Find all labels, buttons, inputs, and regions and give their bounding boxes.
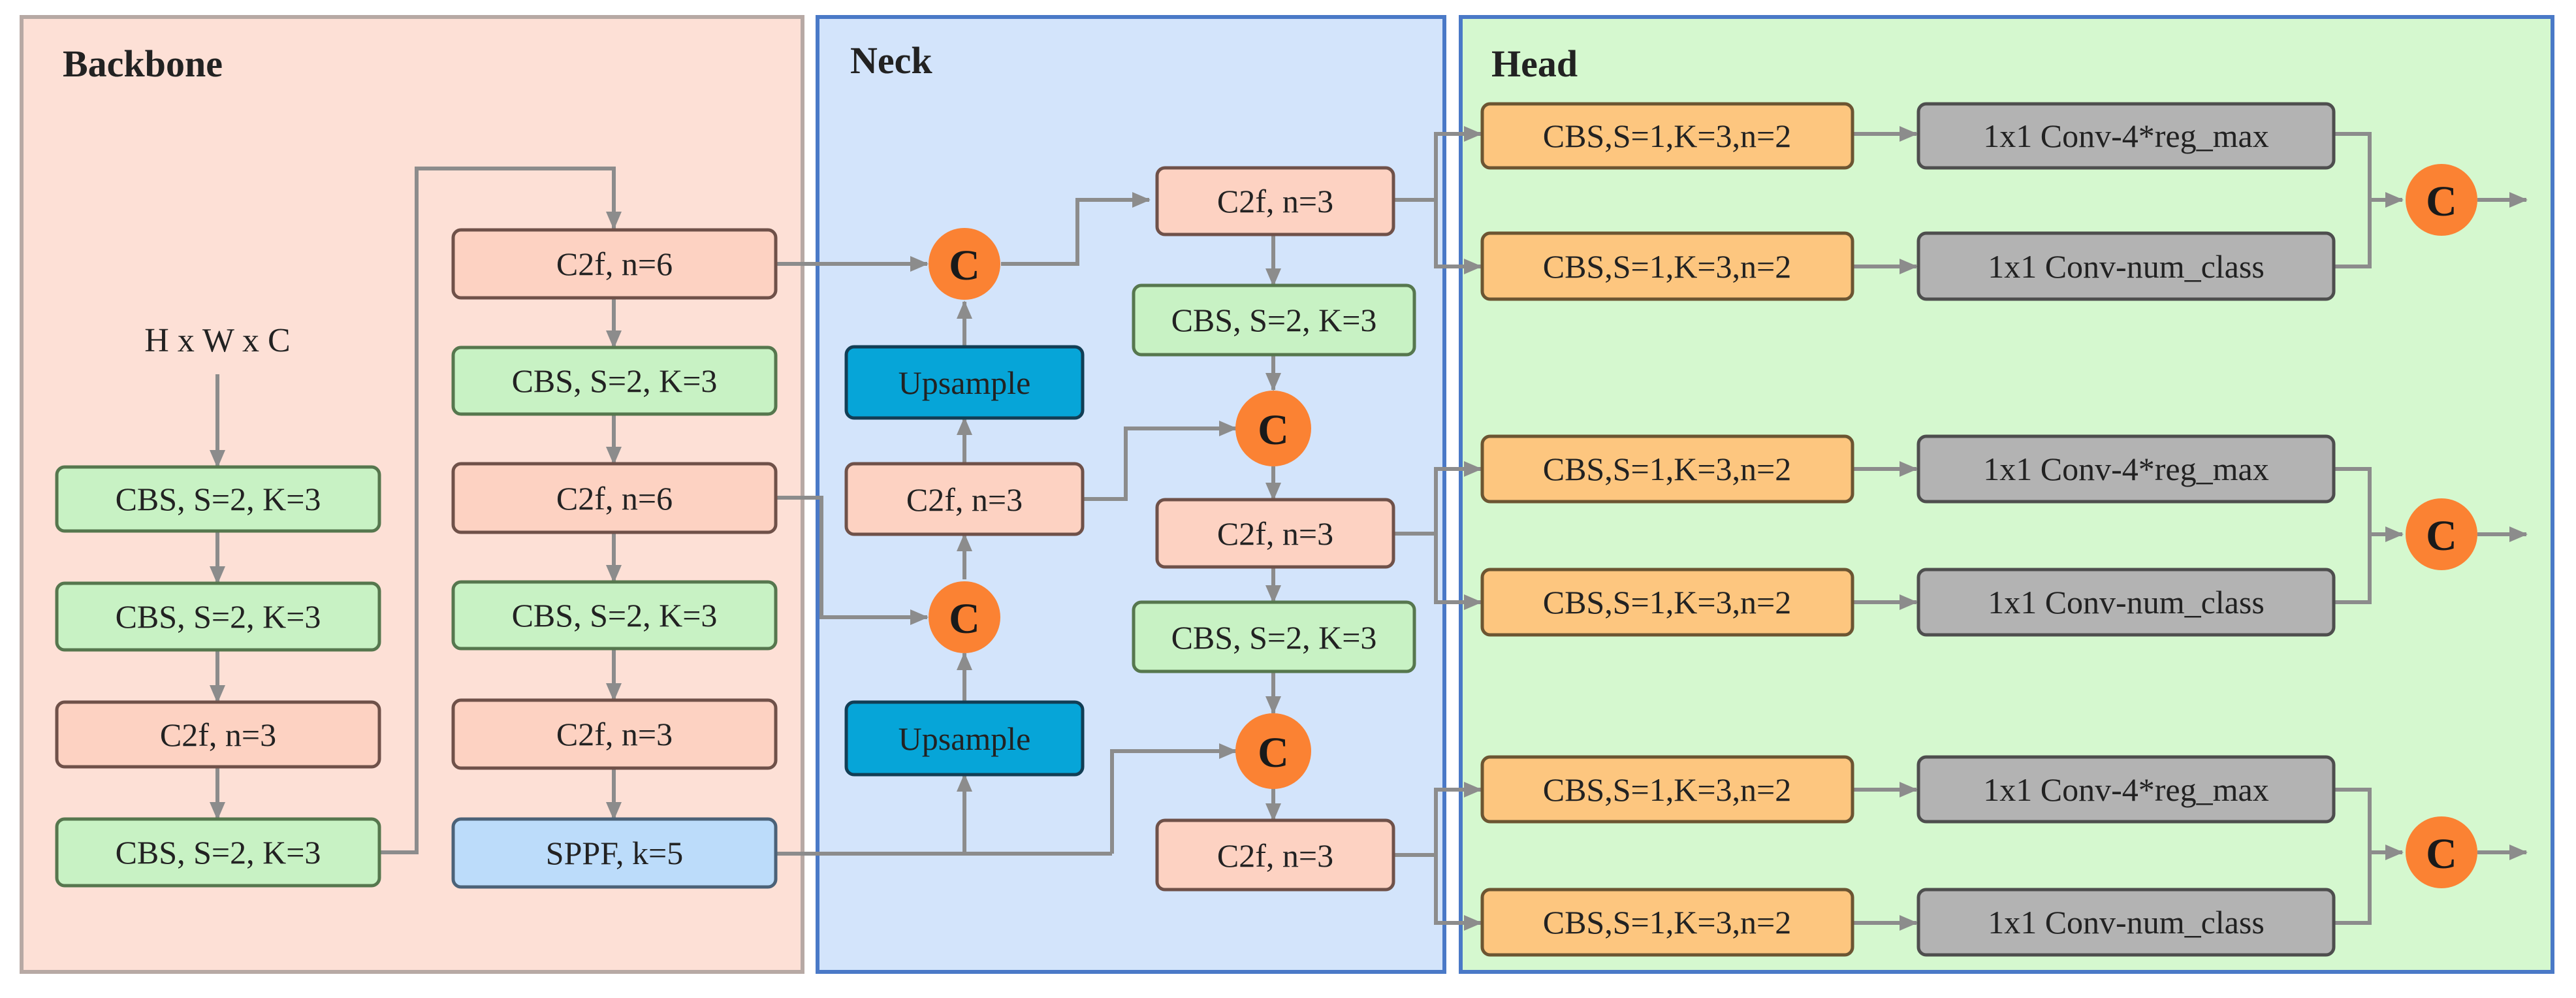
concat-label: C	[2426, 830, 2457, 878]
neck-concat-3: C	[1235, 391, 1311, 466]
arrow-p3-to-head-a	[1395, 126, 1482, 202]
arrow-conv3-to-c	[2335, 467, 2404, 542]
head-cbs-3b: CBS,S=1,K=3,n=2	[1480, 888, 1854, 957]
block-label: CBS,S=1,K=3,n=2	[1543, 771, 1792, 808]
arrow-p4-to-head-a	[1395, 461, 1482, 536]
arrow-concat1-to-c2f-top	[1001, 192, 1151, 266]
backbone-col1-block-4: CBS, S=2, K=3	[55, 817, 381, 888]
block-label: CBS,S=1,K=3,n=2	[1543, 451, 1792, 487]
arrow-p5-to-head-a	[1395, 782, 1482, 857]
block-label: C2f, n=3	[1217, 183, 1333, 219]
backbone-col2-block-6: SPPF, k=5	[451, 817, 778, 889]
block-label: CBS, S=2, K=3	[116, 598, 321, 635]
block-label: C2f, n=3	[1217, 837, 1333, 874]
input-shape-label: H x W x C	[144, 322, 290, 359]
block-label: C2f, n=3	[906, 481, 1023, 518]
block-label: CBS, S=2, K=3	[512, 597, 718, 634]
block-label: CBS,S=1,K=3,n=2	[1543, 584, 1792, 620]
block-label: CBS, S=2, K=3	[1171, 302, 1377, 338]
neck-upsample-bottom: Upsample	[844, 700, 1085, 777]
neck-concat-1: C	[929, 228, 1000, 300]
block-label: C2f, n=6	[556, 246, 673, 282]
block-label: C2f, n=3	[556, 716, 673, 752]
backbone-col2-block-5: C2f, n=3	[451, 698, 778, 770]
block-label: C2f, n=6	[556, 480, 673, 517]
arrow-p4-to-head-b	[1434, 534, 1482, 610]
block-label: CBS, S=2, K=3	[1171, 619, 1377, 656]
block-label: CBS, S=2, K=3	[116, 834, 321, 871]
arrow-conv4-to-c	[2335, 534, 2372, 604]
arrow-c2fmid-to-concat3	[1083, 421, 1237, 501]
arrow-conv2-to-c	[2335, 200, 2372, 268]
backbone-col1-block-1: CBS, S=2, K=3	[55, 465, 381, 533]
neck-upsample-top: Upsample	[844, 345, 1085, 420]
block-label: 1x1 Conv-4*reg_max	[1983, 118, 2268, 154]
head-conv-reg-2: 1x1 Conv-4*reg_max	[1916, 434, 2336, 504]
head-concat-2: C	[2406, 498, 2477, 570]
head-cbs-3a: CBS,S=1,K=3,n=2	[1480, 755, 1854, 824]
head-title: Head	[1491, 42, 1578, 85]
block-label: 1x1 Conv-num_class	[1988, 904, 2265, 941]
head-conv-cls-1: 1x1 Conv-num_class	[1916, 231, 2336, 301]
neck-right-c2f-2: C2f, n=3	[1155, 498, 1395, 569]
head-conv-cls-2: 1x1 Conv-num_class	[1916, 568, 2336, 637]
block-label: C2f, n=3	[1217, 515, 1333, 552]
arrow-sppf-to-concat4	[1110, 743, 1237, 854]
neck-right-cbs-1: CBS, S=2, K=3	[1132, 283, 1416, 357]
head-cbs-1b: CBS,S=1,K=3,n=2	[1480, 231, 1854, 301]
block-label: CBS,S=1,K=3,n=2	[1543, 248, 1792, 285]
neck-concat-2: C	[929, 581, 1000, 653]
arrow-bb-col1-to-col2	[381, 167, 622, 854]
neck-right-c2f-1: C2f, n=3	[1155, 166, 1395, 236]
concat-label: C	[2426, 512, 2457, 560]
head-conv-reg-3: 1x1 Conv-4*reg_max	[1916, 755, 2336, 824]
backbone-col2-block-4: CBS, S=2, K=3	[451, 580, 778, 651]
backbone-col1-block-2: CBS, S=2, K=3	[55, 581, 381, 652]
block-label: Upsample	[898, 364, 1031, 401]
arrow-conv6-to-c	[2335, 852, 2372, 925]
head-cbs-2a: CBS,S=1,K=3,n=2	[1480, 434, 1854, 504]
concat-label: C	[949, 242, 980, 289]
head-conv-reg-1: 1x1 Conv-4*reg_max	[1916, 102, 2336, 170]
block-label: CBS, S=2, K=3	[512, 362, 718, 399]
head-cbs-1a: CBS,S=1,K=3,n=2	[1480, 102, 1854, 170]
backbone-title: Backbone	[63, 42, 223, 85]
neck-concat-4: C	[1235, 713, 1311, 789]
block-label: C2f, n=3	[160, 716, 276, 753]
backbone-col1-block-3: C2f, n=3	[55, 700, 381, 769]
block-label: Upsample	[898, 720, 1031, 757]
connectors	[210, 126, 2528, 931]
neck-right-cbs-2: CBS, S=2, K=3	[1132, 600, 1416, 673]
block-label: CBS,S=1,K=3,n=2	[1543, 118, 1792, 154]
block-label: 1x1 Conv-num_class	[1988, 248, 2265, 285]
arrow-conv5-to-c	[2335, 788, 2404, 860]
concat-label: C	[2426, 178, 2457, 225]
backbone-col2-block-2: CBS, S=2, K=3	[451, 346, 778, 416]
neck-right-c2f-3: C2f, n=3	[1155, 818, 1395, 892]
block-label: CBS,S=1,K=3,n=2	[1543, 904, 1792, 941]
block-label: 1x1 Conv-4*reg_max	[1983, 451, 2268, 487]
neck-title: Neck	[850, 39, 932, 82]
block-label: CBS, S=2, K=3	[116, 481, 321, 517]
block-label: 1x1 Conv-num_class	[1988, 584, 2265, 620]
backbone-col2-block-3: C2f, n=6	[451, 462, 778, 534]
block-label: 1x1 Conv-4*reg_max	[1983, 771, 2268, 808]
arrow-c2f6b-to-concat2	[775, 496, 929, 625]
neck-c2f-mid: C2f, n=3	[844, 462, 1085, 536]
arrow-conv1-to-c	[2335, 132, 2404, 208]
head-cbs-2b: CBS,S=1,K=3,n=2	[1480, 568, 1854, 637]
backbone-col2-block-1: C2f, n=6	[451, 228, 778, 300]
head-concat-3: C	[2406, 816, 2477, 888]
block-label: SPPF, k=5	[546, 835, 683, 871]
head-concat-1: C	[2406, 164, 2477, 236]
head-conv-cls-3: 1x1 Conv-num_class	[1916, 888, 2336, 957]
concat-label: C	[1258, 406, 1289, 454]
concat-label: C	[1258, 729, 1289, 777]
concat-label: C	[949, 595, 980, 643]
arrow-p5-to-head-b	[1434, 855, 1482, 931]
arrow-p3-to-head-b	[1434, 200, 1482, 274]
